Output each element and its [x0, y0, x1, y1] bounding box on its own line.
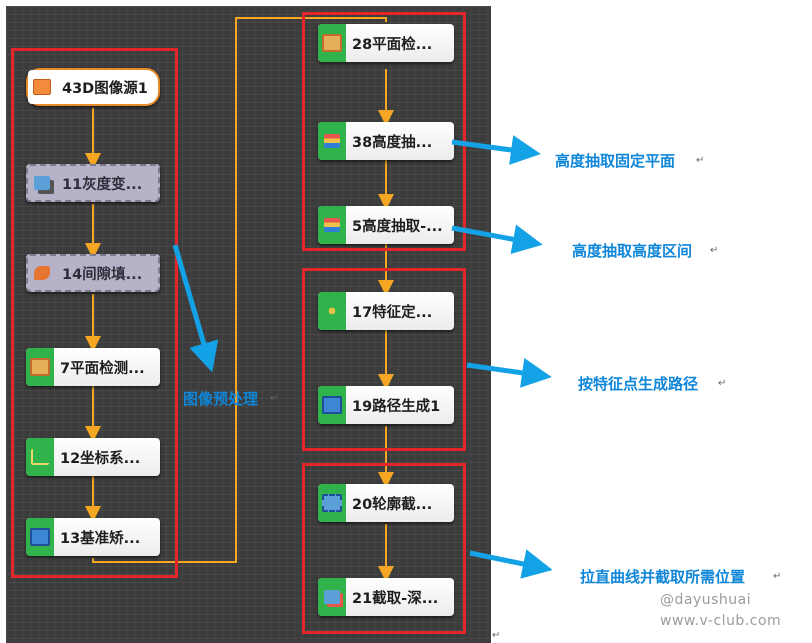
node-path-generate[interactable]: 19路径生成1: [318, 386, 454, 424]
node-gap-fill[interactable]: 14间隙填...: [26, 254, 160, 292]
paragraph-mark: ↵: [492, 630, 501, 641]
node-label: 13基准矫...: [60, 530, 141, 547]
highlight-box-preprocess: [11, 48, 178, 578]
node-label: 7平面检测...: [60, 360, 145, 377]
plane-detect-icon: [318, 24, 346, 62]
cut-depth-icon: [318, 578, 346, 616]
node-label: 5高度抽取-...: [352, 218, 443, 235]
connector-layer: [85, 17, 394, 582]
datum-correction-icon: [26, 518, 54, 556]
node-feature-locate[interactable]: 17特征定...: [318, 292, 454, 330]
node-label: 11灰度变...: [62, 176, 143, 193]
node-height-extract-38[interactable]: 38高度抽...: [318, 122, 454, 160]
height-extract-icon: [318, 206, 346, 244]
node-label: 43D图像源1: [62, 80, 148, 97]
gap-fill-icon: [28, 256, 56, 290]
highlight-box-height-extract: [302, 12, 466, 251]
grayscale-icon: [28, 166, 56, 200]
node-coordinate-system[interactable]: 12坐标系...: [26, 438, 160, 476]
annotation-height-plane: 高度抽取固定平面: [555, 152, 676, 170]
node-label: 19路径生成1: [352, 398, 441, 415]
annotation-straighten: 拉直曲线并截取所需位置: [580, 568, 746, 586]
image-source-icon: [28, 70, 56, 104]
plane-detect-icon: [26, 348, 54, 386]
coordinate-system-icon: [26, 438, 54, 476]
highlight-box-feature-path: [302, 268, 466, 451]
highlight-box-contour-cut: [302, 463, 466, 634]
height-extract-icon: [318, 122, 346, 160]
contour-cut-icon: [318, 484, 346, 522]
annotation-height-range: 高度抽取高度区间: [572, 242, 693, 260]
node-label: 21截取-深...: [352, 590, 439, 607]
node-label: 38高度抽...: [352, 134, 433, 151]
node-label: 12坐标系...: [60, 450, 141, 467]
feature-locate-icon: [318, 292, 346, 330]
path-generate-icon: [318, 386, 346, 424]
connector-6-7: [92, 17, 387, 563]
paragraph-mark: ↵: [718, 378, 727, 389]
node-3d-image-source[interactable]: 43D图像源1: [26, 68, 160, 106]
node-label: 17特征定...: [352, 304, 433, 321]
node-contour-cut[interactable]: 20轮廓截...: [318, 484, 454, 522]
node-height-extract-5[interactable]: 5高度抽取-...: [318, 206, 454, 244]
node-plane-detect-28[interactable]: 28平面检...: [318, 24, 454, 62]
annotation-feature-path: 按特征点生成路径: [578, 375, 699, 393]
flow-canvas[interactable]: 43D图像源1 11灰度变... 14间隙填... 7平面检测... 12坐标系…: [6, 6, 491, 643]
paragraph-mark: ↵: [696, 155, 705, 166]
node-label: 28平面检...: [352, 36, 433, 53]
node-plane-detect-7[interactable]: 7平面检测...: [26, 348, 160, 386]
annotation-preprocess: 图像预处理: [183, 390, 259, 408]
node-cut-depth[interactable]: 21截取-深...: [318, 578, 454, 616]
node-label: 20轮廓截...: [352, 496, 433, 513]
watermark-user: @dayushuai: [660, 592, 752, 608]
paragraph-mark: ↵: [773, 571, 782, 582]
paragraph-mark: ↵: [270, 393, 279, 404]
paragraph-mark: ↵: [710, 245, 719, 256]
node-label: 14间隙填...: [62, 266, 143, 283]
watermark-site: www.v-club.com: [660, 613, 782, 629]
node-datum-correction[interactable]: 13基准矫...: [26, 518, 160, 556]
node-grayscale[interactable]: 11灰度变...: [26, 164, 160, 202]
